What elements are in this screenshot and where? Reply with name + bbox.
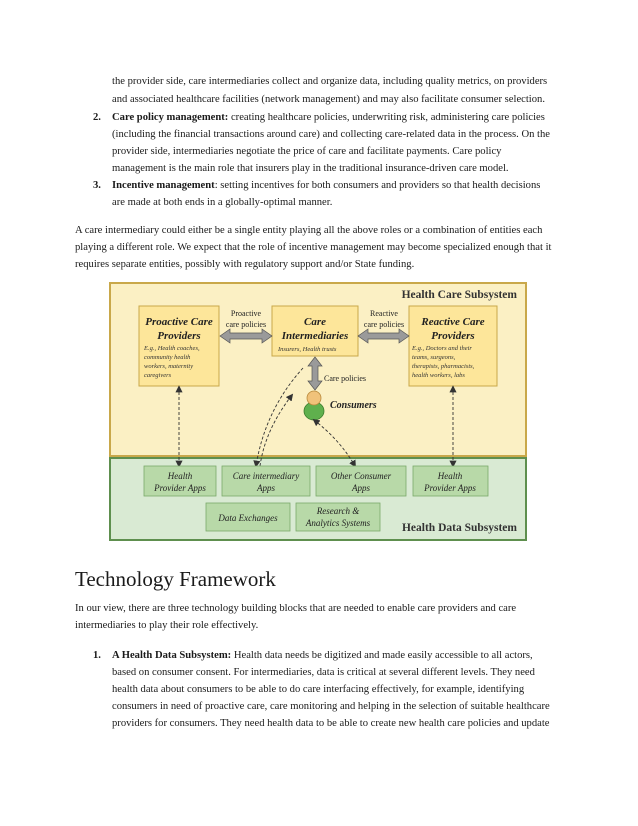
app-label: Apps: [351, 483, 370, 493]
app-label: Research &: [316, 506, 359, 516]
proactive-example: community health: [144, 354, 190, 361]
health-data-subsystem-title: Health Data Subsystem: [402, 522, 517, 534]
consumer-person-icon: [303, 390, 325, 421]
list-line: (including the financial transactions ar…: [112, 129, 550, 140]
item-title: A Health Data Subsystem:: [112, 650, 232, 661]
list-number: 3.: [93, 180, 101, 191]
section-intro-line: In our view, there are three technology …: [75, 603, 517, 614]
reactive-example: therapists, pharmacists,: [412, 363, 475, 370]
reactive-example: teams, surgeons,: [412, 354, 456, 361]
item-text: Health data needs be digitized and made …: [231, 650, 533, 661]
list-line: management is the main role that insurer…: [112, 163, 509, 174]
care-policies-label: Care policies: [324, 374, 366, 383]
list-line: providers for consumers. They need healt…: [112, 718, 550, 729]
health-provider-apps-right: [412, 465, 489, 497]
reactive-title: Providers: [431, 330, 474, 342]
list-number: 1.: [93, 650, 101, 661]
list-item-care-policy: Care policy management: creating healthc…: [112, 109, 545, 126]
section-intro-line: intermediaries to play their role effect…: [75, 620, 259, 631]
care-intermediaries-box: [271, 305, 359, 357]
proactive-policies-label: care policies: [226, 320, 266, 329]
app-label: Provider Apps: [423, 483, 476, 493]
app-label: Analytics Systems: [305, 518, 371, 528]
list-line: health data about consumers to be able t…: [112, 684, 525, 695]
app-label: Care intermediary: [233, 471, 299, 481]
list-line: based on consumer consent. For intermedi…: [112, 667, 535, 678]
list-line: consumers in need of proactive care, car…: [112, 701, 550, 712]
reactive-policies-label: Reactive: [370, 309, 398, 318]
intermediaries-example: Insurers, Health trusts: [277, 346, 337, 353]
intermediaries-title: Intermediaries: [281, 330, 349, 342]
proactive-example: workers, maternity: [144, 363, 193, 370]
other-consumer-apps: [315, 465, 407, 497]
item-text: : setting incentives for both consumers …: [214, 180, 541, 191]
list-line: are made at both ends in a globally-opti…: [112, 197, 333, 208]
item-title: Incentive management: [112, 180, 215, 191]
health-care-subsystem-title: Health Care Subsystem: [402, 289, 518, 301]
list-continuation-line: and associated healthcare facilities (ne…: [112, 94, 545, 105]
app-label: Health: [437, 471, 463, 481]
item-title: Care policy management:: [112, 112, 229, 123]
paragraph-line: requires separate entities, possibly wit…: [75, 259, 415, 270]
reactive-care-providers-box: [408, 305, 498, 387]
section-heading: Technology Framework: [75, 567, 276, 591]
health-provider-apps-left: [143, 465, 217, 497]
list-continuation-line: the provider side, care intermediaries c…: [112, 76, 548, 87]
list-item-health-data: A Health Data Subsystem: Health data nee…: [112, 647, 533, 664]
app-label: Health: [167, 471, 193, 481]
care-policies-arrow: [307, 356, 323, 391]
proactive-title: Providers: [157, 330, 200, 342]
dashed-arrow: [253, 367, 304, 468]
app-label: Provider Apps: [153, 483, 206, 493]
reactive-policies-label: care policies: [364, 320, 404, 329]
proactive-policies-label: Proactive: [231, 309, 262, 318]
proactive-example: caregivers: [144, 372, 172, 379]
dashed-arrow: [259, 393, 294, 467]
care-intermediary-apps: [221, 465, 311, 497]
reactive-policy-arrow: [357, 328, 410, 344]
paragraph-line: playing a different role. We expect that…: [75, 242, 552, 253]
data-exchanges-box: [205, 502, 291, 532]
proactive-policy-arrow: [219, 328, 273, 344]
dashed-arrow: [312, 418, 356, 468]
reactive-example: E.g., Doctors and their: [411, 345, 472, 352]
app-label: Data Exchanges: [217, 513, 278, 523]
item-text: creating healthcare policies, underwriti…: [230, 112, 545, 123]
app-label: Other Consumer: [331, 471, 392, 481]
list-number: 2.: [93, 112, 101, 123]
list-line: provider side, intermediaries negotiate …: [112, 146, 502, 157]
paragraph-line: A care intermediary could either be a si…: [75, 225, 543, 236]
list-item-incentive: Incentive management: setting incentives…: [112, 177, 540, 194]
app-label: Apps: [256, 483, 275, 493]
consumers-label: Consumers: [330, 400, 377, 411]
proactive-example: E.g., Health coaches,: [143, 345, 200, 352]
intermediaries-title: Care: [304, 316, 326, 328]
proactive-title: Proactive Care: [145, 316, 213, 328]
proactive-care-providers-box: [138, 305, 220, 387]
reactive-example: health workers, labs: [412, 372, 465, 379]
research-analytics-box: [295, 502, 381, 532]
reactive-title: Reactive Care: [420, 316, 484, 328]
